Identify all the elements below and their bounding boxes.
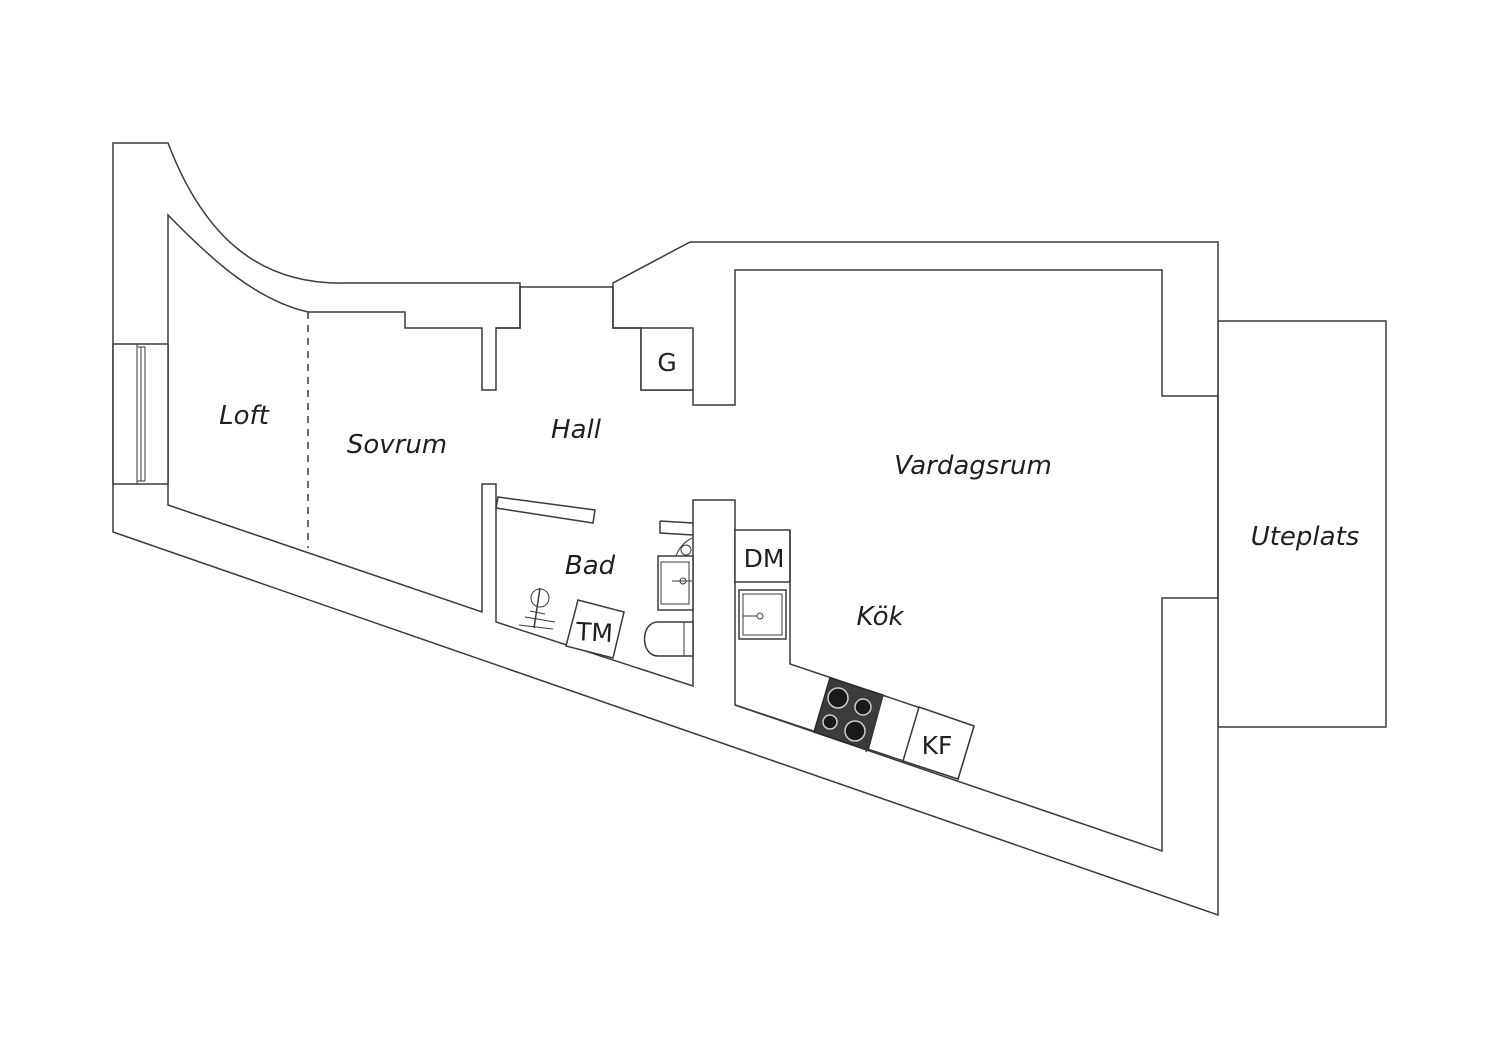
room-label-hall: Hall bbox=[551, 415, 602, 445]
bathroom-door[interactable] bbox=[495, 496, 596, 524]
room-label-loft: Loft bbox=[219, 401, 270, 431]
toilet-icon bbox=[643, 621, 694, 657]
window-left bbox=[112, 343, 169, 485]
room-label-kok: Kök bbox=[856, 602, 904, 632]
dishwasher-label: DM bbox=[744, 544, 785, 573]
dishwasher: DM bbox=[734, 529, 791, 583]
room-label-vardagsrum: Vardagsrum bbox=[894, 451, 1052, 481]
room-label-uteplats: Uteplats bbox=[1251, 522, 1360, 552]
washing-machine: TM bbox=[565, 599, 625, 659]
fridge-freezer-label: KF bbox=[922, 731, 953, 760]
hall-upper-wall-edge bbox=[496, 287, 641, 329]
bathroom-sink-icon bbox=[657, 537, 694, 611]
room-label-bad: Bad bbox=[565, 551, 616, 581]
wardrobe: G bbox=[640, 327, 694, 391]
wardrobe-label: G bbox=[657, 348, 676, 377]
shower-icon bbox=[518, 587, 556, 630]
stove-icon bbox=[813, 677, 884, 751]
counter-segment bbox=[865, 694, 884, 753]
fridge-freezer: KF bbox=[902, 706, 975, 780]
room-label-sovrum: Sovrum bbox=[347, 430, 447, 460]
exterior-walls bbox=[112, 142, 1219, 917]
kitchen-sink-icon bbox=[738, 589, 787, 640]
washing-machine-label: TM bbox=[574, 617, 613, 648]
bathroom-sink-wall bbox=[659, 520, 694, 536]
terrace-outline bbox=[1217, 320, 1387, 728]
